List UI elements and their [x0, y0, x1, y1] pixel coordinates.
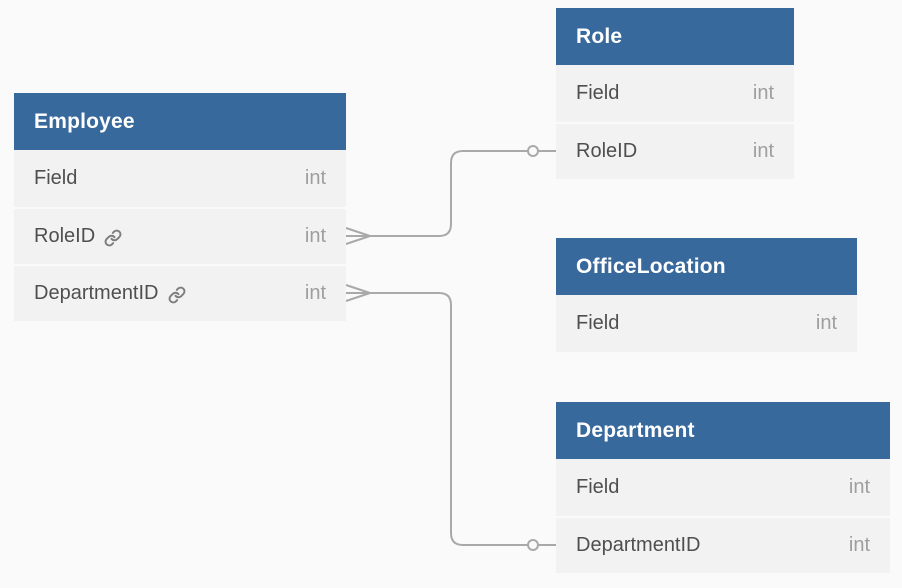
field-name: DepartmentID	[576, 534, 701, 556]
field-name: RoleID	[576, 140, 638, 162]
connector-line	[370, 150, 528, 237]
table-department-header[interactable]: Department	[556, 402, 890, 459]
crow-foot-many-icon	[345, 227, 371, 245]
field-type: int	[752, 140, 774, 162]
table-row[interactable]: Field int	[556, 459, 890, 516]
table-row[interactable]: Field int	[556, 65, 794, 122]
table-row[interactable]: RoleID int	[556, 122, 794, 179]
connector-line	[370, 292, 528, 546]
table-row[interactable]: Field int	[556, 295, 857, 352]
table-employee-header[interactable]: Employee	[14, 93, 346, 150]
field-type: int	[304, 167, 326, 189]
table-officelocation-header[interactable]: OfficeLocation	[556, 238, 857, 295]
field-name: RoleID	[34, 225, 96, 247]
table-role-header[interactable]: Role	[556, 8, 794, 65]
field-type: int	[848, 476, 870, 498]
field-type: int	[848, 534, 870, 556]
field-type: int	[815, 312, 837, 334]
table-title: Role	[576, 24, 623, 48]
table-row[interactable]: RoleID int	[14, 207, 346, 264]
field-type: int	[304, 282, 326, 304]
one-end-circle-icon	[527, 539, 539, 551]
link-icon	[104, 229, 122, 247]
one-end-circle-icon	[527, 145, 539, 157]
table-officelocation[interactable]: OfficeLocation Field int	[556, 238, 857, 352]
field-name: Field	[576, 312, 620, 334]
field-name: DepartmentID	[34, 282, 159, 304]
table-row[interactable]: Field int	[14, 150, 346, 207]
connector-employee-departmentid-to-department[interactable]	[345, 284, 557, 551]
table-title: Department	[576, 418, 695, 442]
connector-employee-roleid-to-role[interactable]	[345, 145, 557, 245]
field-name: Field	[34, 167, 78, 189]
field-name: Field	[576, 82, 620, 104]
table-row[interactable]: DepartmentID int	[556, 516, 890, 573]
crow-foot-many-icon	[345, 284, 371, 302]
table-title: Employee	[34, 109, 135, 133]
table-employee[interactable]: Employee Field int RoleID int Dep	[14, 93, 346, 321]
link-icon	[168, 286, 186, 304]
table-row[interactable]: DepartmentID int	[14, 264, 346, 321]
table-department[interactable]: Department Field int DepartmentID int	[556, 402, 890, 573]
field-type: int	[304, 225, 326, 247]
field-type: int	[752, 82, 774, 104]
table-title: OfficeLocation	[576, 254, 726, 278]
table-role[interactable]: Role Field int RoleID int	[556, 8, 794, 179]
field-name: Field	[576, 476, 620, 498]
